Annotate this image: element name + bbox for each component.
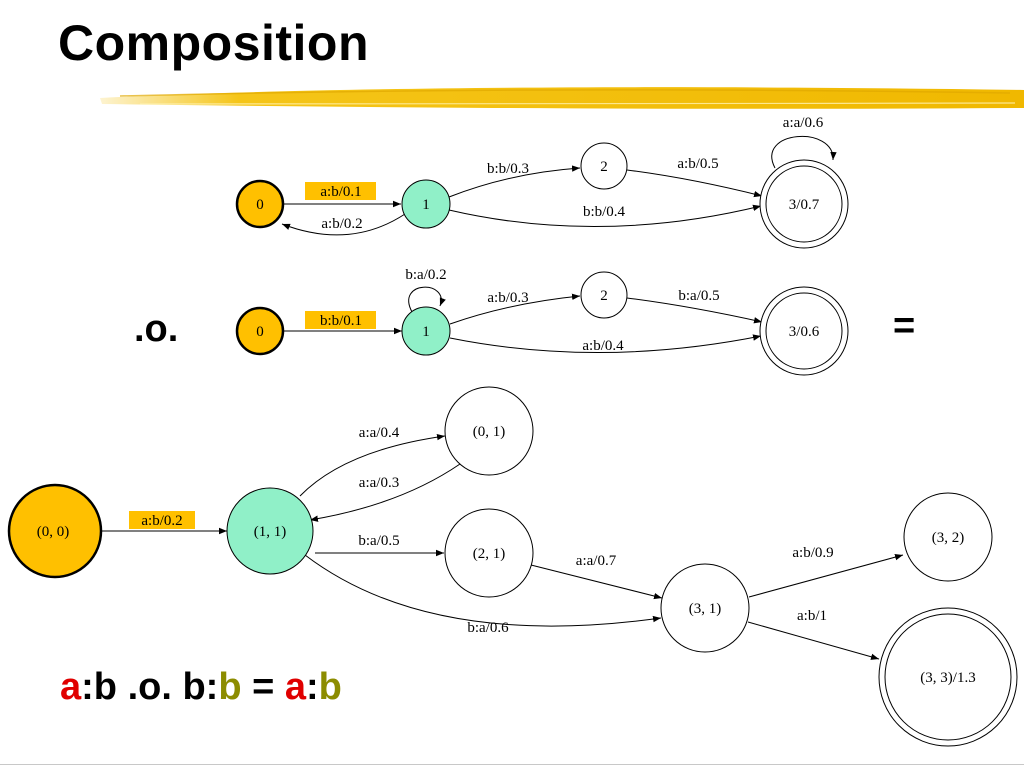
formula-equals: = [241, 666, 285, 708]
title-underline-stroke [100, 87, 1024, 109]
r-arc-label-aa04: a:a/0.4 [359, 425, 400, 441]
r-arc-label-aa03: a:a/0.3 [359, 475, 399, 491]
r-state-33-inner [884, 613, 1012, 741]
t2-arc-label-ab03: a:b/0.3 [487, 290, 528, 306]
r-state-01 [444, 386, 534, 476]
r-arc-11-31 [304, 554, 662, 627]
r-state-31 [660, 563, 750, 653]
slide-title: Composition [58, 15, 370, 71]
r-arc-label-ab09: a:b/0.9 [792, 545, 833, 561]
t1-state-3-inner [765, 165, 843, 243]
t2-state-3-inner [765, 292, 843, 370]
t1-arc-label-bb03: b:b/0.3 [487, 161, 529, 177]
r-state-33-label: (3, 3)/1.3 [920, 670, 975, 686]
t2-arc-label-ba05: b:a/0.5 [678, 288, 719, 304]
t1-arc-3-3-loop [771, 135, 837, 169]
t2-arc-label-highlight [305, 311, 376, 329]
t1-state-1-label: 1 [422, 197, 430, 213]
t1-state-2-label: 2 [600, 159, 608, 175]
r-state-32-label: (3, 2) [932, 530, 965, 546]
t2-state-0-label: 0 [256, 324, 264, 340]
formula-a1: a [60, 666, 82, 708]
formula-a2: a [284, 666, 306, 708]
t2-state-0 [235, 306, 285, 356]
r-arc-label-ba06: b:a/0.6 [467, 620, 509, 636]
formula-b1: b [218, 666, 242, 708]
r-state-32 [903, 492, 993, 582]
compose-operator: .o. [134, 308, 179, 350]
t1-state-3-label: 3/0.7 [789, 197, 820, 213]
formula-colon: : [306, 666, 319, 708]
t1-state-0 [235, 179, 285, 229]
r-arc-label-ab02: a:b/0.2 [141, 513, 182, 529]
t2-arc-2-3 [626, 297, 763, 324]
t2-state-3-label: 3/0.6 [789, 324, 820, 340]
transducer-2: b:b/0.1 b:a/0.2 a:b/0.3 a:b/0.4 b:a/0.5 … [235, 267, 849, 376]
r-arc-01-11 [309, 463, 461, 522]
formula-b2: b [318, 666, 342, 708]
t2-arc-1-1-loop [408, 286, 446, 313]
r-state-21 [444, 508, 534, 598]
r-arc-label-ba05: b:a/0.5 [358, 533, 399, 549]
r-arc-21-31 [530, 564, 663, 600]
composed-transducer: a:b/0.2 a:a/0.4 a:a/0.3 b:a/0.5 a:a/0.7 … [7, 386, 1018, 747]
t1-arc-1-0 [281, 213, 406, 236]
t2-arc-label-ba02: b:a/0.2 [405, 267, 446, 283]
r-state-11-label: (1, 1) [254, 524, 287, 540]
formula-part2: :b .o. b: [81, 666, 219, 708]
r-state-00 [7, 483, 103, 579]
r-arc-label-highlight [129, 511, 195, 529]
r-state-11 [226, 487, 314, 575]
r-arc-label-aa07: a:a/0.7 [576, 553, 617, 569]
t2-state-2-label: 2 [600, 288, 608, 304]
r-state-21-label: (2, 1) [473, 546, 506, 562]
t2-arc-1-2 [449, 293, 581, 325]
t2-arc-label-ab04: a:b/0.4 [582, 338, 624, 354]
t1-arc-label-ab02: a:b/0.2 [321, 216, 362, 232]
composition-formula: a:b .o. b:b = a:b [60, 666, 342, 709]
transducer-1: a:b/0.1 a:b/0.2 b:b/0.3 b:b/0.4 a:b/0.5 … [235, 115, 849, 249]
t1-arc-1-3 [448, 204, 762, 227]
r-arc-11-01 [299, 433, 446, 497]
r-state-31-label: (3, 1) [689, 601, 722, 617]
r-state-01-label: (0, 1) [473, 424, 506, 440]
t1-arc-label-bb04: b:b/0.4 [583, 204, 626, 220]
t1-arc-2-3 [626, 169, 763, 198]
t1-state-2 [580, 142, 628, 190]
t2-state-2 [580, 271, 628, 319]
t2-arc-label-bb01: b:b/0.1 [320, 313, 362, 329]
r-arc-31-33 [747, 621, 880, 660]
equals-sign: = [893, 305, 916, 347]
t1-state-1 [401, 179, 451, 229]
bottom-divider [0, 764, 1024, 765]
t2-arc-1-3 [449, 334, 762, 353]
t1-arc-label-aa06: a:a/0.6 [783, 115, 824, 131]
t1-state-0-label: 0 [256, 197, 264, 213]
t1-arc-1-2 [448, 165, 581, 198]
t1-arc-label-highlight [305, 182, 376, 200]
r-arc-label-ab1: a:b/1 [797, 608, 827, 624]
r-state-00-label: (0, 0) [37, 524, 70, 540]
t2-state-1-label: 1 [422, 324, 430, 340]
t1-arc-label-ab01: a:b/0.1 [320, 184, 361, 200]
r-arc-31-32 [748, 554, 904, 598]
t1-arc-label-ab05: a:b/0.5 [677, 156, 718, 172]
t2-state-1 [401, 306, 451, 356]
